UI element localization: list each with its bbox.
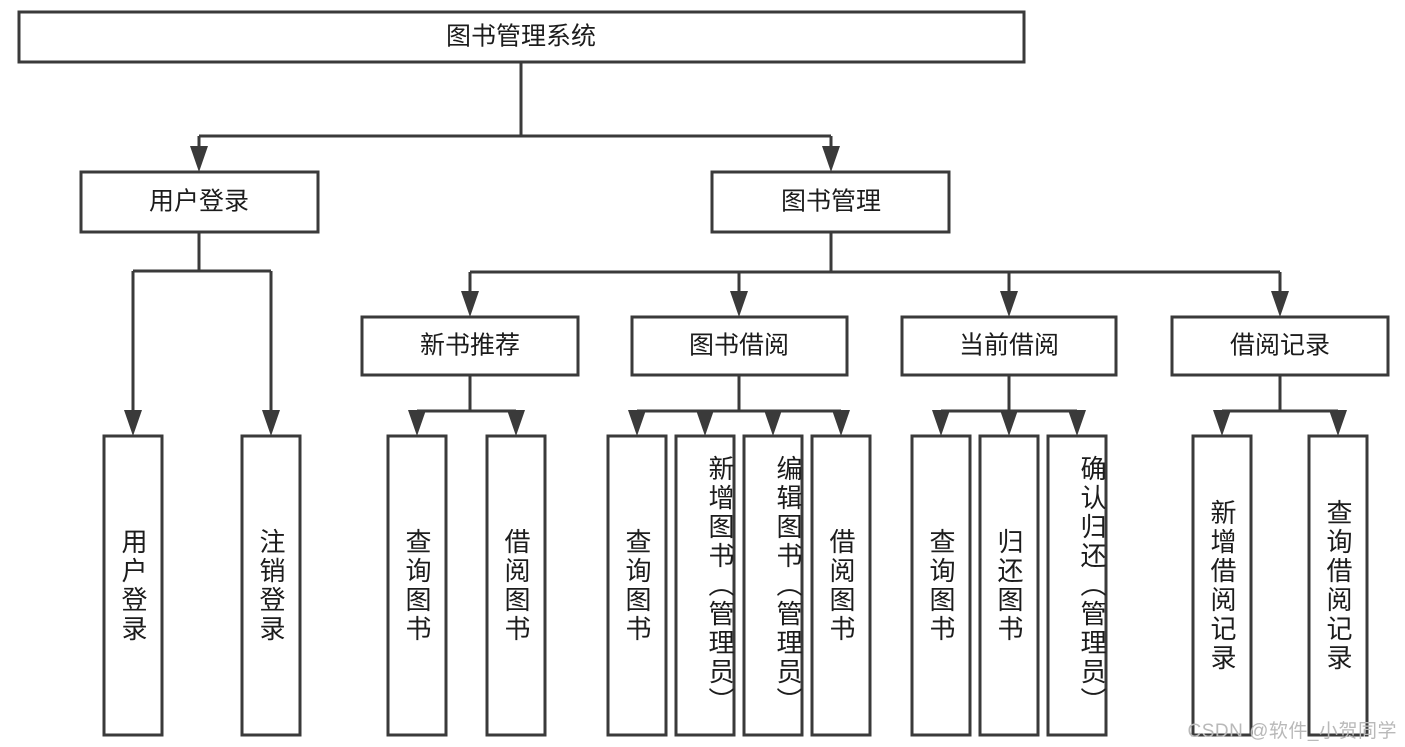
leaf-boxes-layer <box>102 434 1369 737</box>
leaf-box-book-borrow-3[interactable] <box>810 434 872 737</box>
node-book-management[interactable]: 图书管理 <box>710 170 951 234</box>
leaf-box-book-borrow-1[interactable] <box>674 434 736 737</box>
arrow-login-leaf-2 <box>262 410 280 436</box>
arrow-record-leaf-2 <box>1329 410 1347 436</box>
node-book-management-box[interactable] <box>710 170 951 234</box>
node-new-book-recommend-box[interactable] <box>360 315 580 377</box>
leaf-box-new-book-1[interactable] <box>485 434 547 737</box>
leaf-box-user-login-0[interactable] <box>102 434 164 737</box>
leaf-box-borrow-record-1[interactable] <box>1307 434 1369 737</box>
node-new-book-recommend[interactable]: 新书推荐 <box>360 315 580 377</box>
node-user-login[interactable]: 用户登录 <box>79 170 320 234</box>
node-root-box[interactable] <box>17 10 1026 64</box>
leaf-box-user-login-1[interactable] <box>240 434 302 737</box>
node-borrow-record-box[interactable] <box>1170 315 1390 377</box>
arrow-borrow-leaf-4 <box>832 410 850 436</box>
arrow-root-to-login <box>190 146 208 172</box>
leaf-box-book-borrow-0[interactable] <box>606 434 668 737</box>
leaf-box-borrow-record-0[interactable] <box>1191 434 1253 737</box>
arrow-current-leaf-3 <box>1068 410 1086 436</box>
arrow-current-leaf-1 <box>932 410 950 436</box>
node-root-label: 图书管理系统 <box>446 23 596 51</box>
arrow-borrow-leaf-3 <box>764 410 782 436</box>
node-book-borrow-box[interactable] <box>630 315 849 377</box>
arrow-bookmgmt-child-2 <box>730 291 748 317</box>
arrow-newbook-leaf-2 <box>507 410 525 436</box>
arrow-current-leaf-2 <box>1000 410 1018 436</box>
leaf-box-current-borrow-2[interactable] <box>1046 434 1108 737</box>
node-book-borrow-label: 图书借阅 <box>689 332 789 360</box>
arrow-newbook-leaf-1 <box>408 410 426 436</box>
leaf-box-current-borrow-1[interactable] <box>978 434 1040 737</box>
node-current-borrow[interactable]: 当前借阅 <box>900 315 1118 377</box>
node-current-borrow-box[interactable] <box>900 315 1118 377</box>
arrow-borrow-leaf-2 <box>696 410 714 436</box>
csdn-watermark: CSDN @软件_小贺同学 <box>1187 721 1397 742</box>
node-root[interactable]: 图书管理系统 <box>17 10 1026 64</box>
node-user-login-box[interactable] <box>79 170 320 234</box>
node-user-login-label: 用户登录 <box>149 188 249 216</box>
node-current-borrow-label: 当前借阅 <box>959 332 1059 360</box>
arrow-record-leaf-1 <box>1213 410 1231 436</box>
arrow-bookmgmt-child-3 <box>1000 291 1018 317</box>
edges-layer <box>124 62 1347 436</box>
arrow-root-to-bookmgmt <box>822 146 840 172</box>
leaf-box-book-borrow-2[interactable] <box>742 434 804 737</box>
arrow-borrow-leaf-1 <box>628 410 646 436</box>
node-book-management-label: 图书管理 <box>781 188 881 216</box>
node-borrow-record[interactable]: 借阅记录 <box>1170 315 1390 377</box>
leaf-box-new-book-0[interactable] <box>386 434 448 737</box>
arrow-bookmgmt-child-4 <box>1271 291 1289 317</box>
arrow-login-leaf-1 <box>124 410 142 436</box>
node-book-borrow[interactable]: 图书借阅 <box>630 315 849 377</box>
leaf-box-current-borrow-0[interactable] <box>910 434 972 737</box>
node-new-book-recommend-label: 新书推荐 <box>420 332 520 360</box>
arrow-bookmgmt-child-1 <box>461 291 479 317</box>
node-borrow-record-label: 借阅记录 <box>1230 332 1330 360</box>
